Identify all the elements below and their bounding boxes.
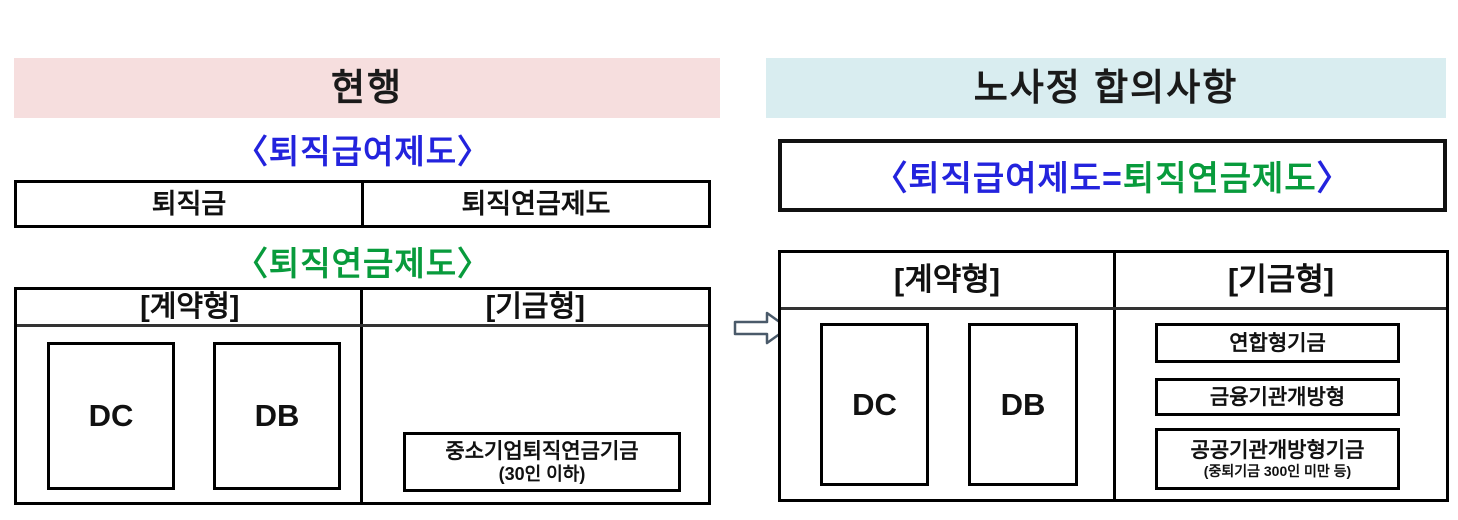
benefit-system-title: 〈퇴직급여제도〉	[234, 133, 492, 170]
union-fund-box: 연합형기금	[1155, 323, 1400, 363]
dc-plan-box: DC	[820, 323, 929, 486]
benefit-table-cell-pension: 퇴직연금제도	[461, 189, 611, 219]
combined-system-box: 〈퇴직급여제도=퇴직연금제도〉	[778, 139, 1447, 212]
public-institution-open-fund-condition: (중퇴기금 300인 미만 등)	[1203, 463, 1352, 479]
sme-pension-fund-box: 중소기업퇴직연금기금 (30인 이하)	[403, 432, 681, 492]
agreed-pension-table: [계약형] [기금형] DC DB 연합형기금 금융기관개방형 공공기관개방형기…	[778, 250, 1449, 502]
header-divider	[781, 307, 1446, 310]
agreement-header: 노사정 합의사항	[766, 58, 1446, 118]
db-plan-box: DB	[213, 342, 341, 490]
public-institution-open-fund-name: 공공기관개방형기금	[1190, 439, 1365, 462]
db-plan-box: DB	[968, 323, 1078, 486]
combined-title-close: 〉	[1316, 160, 1352, 198]
contract-type-header: [계약형]	[893, 262, 1001, 297]
fund-type-header: [기금형]	[1227, 262, 1335, 297]
financial-institution-open-fund-box: 금융기관개방형	[1155, 378, 1400, 416]
dc-plan-box: DC	[47, 342, 175, 490]
column-divider	[360, 290, 363, 502]
financial-institution-open-fund-name: 금융기관개방형	[1209, 385, 1346, 409]
current-pension-table: [계약형] [기금형] DC DB 중소기업퇴직연금기금 (30인 이하)	[14, 287, 711, 505]
header-divider	[17, 324, 708, 327]
benefit-system-table: 퇴직금 퇴직연금제도	[14, 180, 711, 228]
contract-type-header: [계약형]	[140, 291, 240, 323]
benefit-table-cell-severance: 퇴직금	[17, 183, 364, 225]
union-fund-name: 연합형기금	[1229, 331, 1326, 355]
sme-fund-condition: (30인 이하)	[498, 464, 586, 484]
fund-type-header: [기금형]	[485, 291, 585, 323]
combined-title-blue: 〈퇴직급여제도=	[873, 160, 1123, 198]
column-divider	[1113, 253, 1116, 499]
public-institution-open-fund-box: 공공기관개방형기금 (중퇴기금 300인 미만 등)	[1155, 428, 1400, 490]
right-arrow-icon	[731, 306, 793, 350]
current-system-header: 현행	[14, 58, 720, 118]
combined-title-green: 퇴직연금제도	[1122, 160, 1317, 198]
sme-fund-name: 중소기업퇴직연금기금	[445, 440, 639, 463]
pension-system-title: 〈퇴직연금제도〉	[234, 245, 492, 282]
